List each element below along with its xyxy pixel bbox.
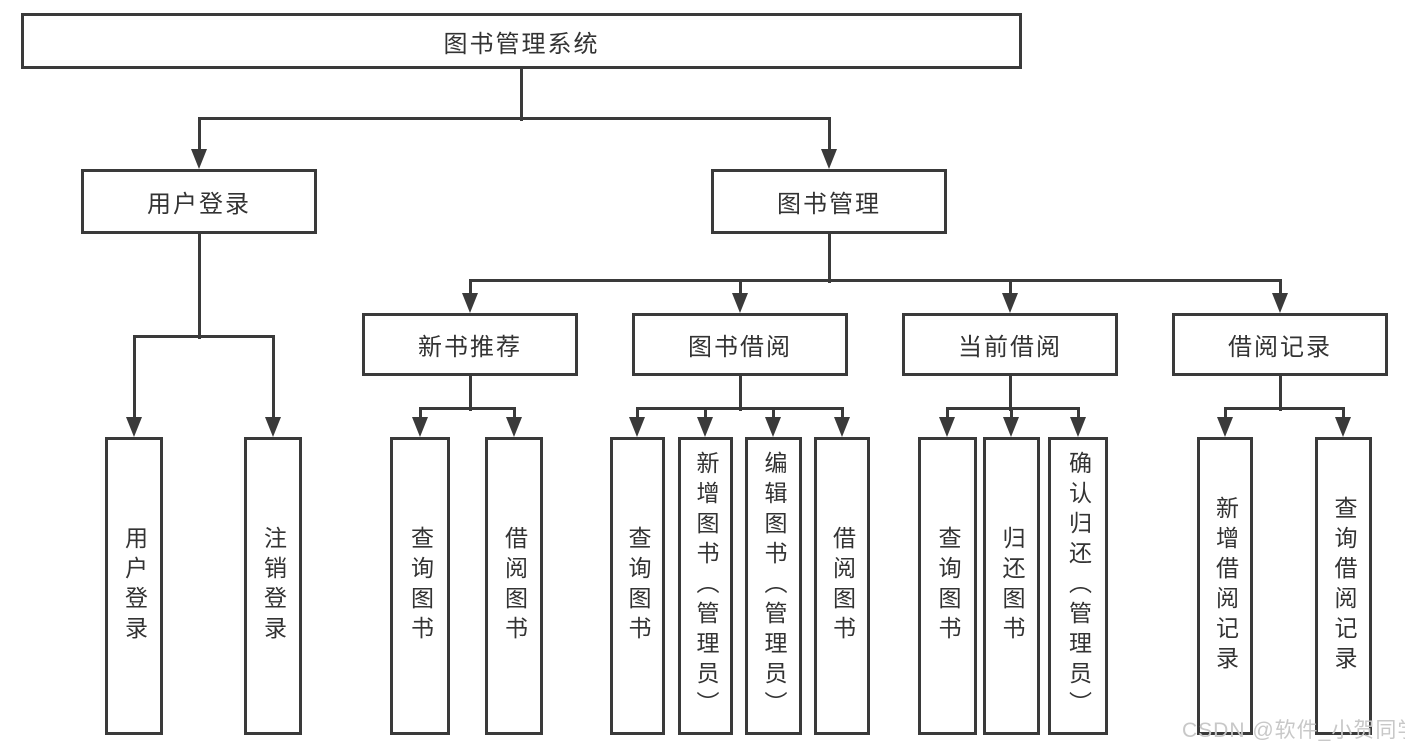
node-label: 查询借阅记录 bbox=[1331, 496, 1357, 676]
connector-stub bbox=[519, 69, 523, 121]
connector-drop bbox=[1008, 280, 1012, 297]
connector-stub bbox=[827, 234, 831, 283]
connector-drop bbox=[271, 336, 275, 421]
arrow-down-icon bbox=[462, 293, 478, 313]
arrow-down-icon bbox=[1003, 417, 1019, 437]
arrow-down-icon bbox=[821, 149, 837, 169]
node-label: 新书推荐 bbox=[418, 334, 522, 361]
node-label: 图书管理 bbox=[777, 191, 881, 218]
connector-bar bbox=[635, 406, 844, 410]
connector-drop bbox=[771, 408, 775, 421]
arrow-down-icon bbox=[1272, 293, 1288, 313]
arrow-down-icon bbox=[765, 417, 781, 437]
node-label: 新增图书（管理员） bbox=[693, 451, 719, 721]
node-leaf-logout: 注销登录 bbox=[244, 437, 302, 735]
connector-stub bbox=[1008, 376, 1012, 411]
node-leaf-add-book: 新增图书（管理员） bbox=[678, 437, 733, 735]
connector-drop bbox=[703, 408, 707, 421]
connector-drop bbox=[418, 408, 422, 421]
node-borrow-records: 借阅记录 bbox=[1172, 313, 1388, 376]
connector-drop bbox=[1278, 280, 1282, 297]
arrow-down-icon bbox=[697, 417, 713, 437]
connector-bar bbox=[132, 334, 275, 338]
node-book-borrow: 图书借阅 bbox=[632, 313, 848, 376]
connector-drop bbox=[1223, 408, 1227, 421]
node-user-login: 用户登录 bbox=[81, 169, 317, 234]
node-leaf-confirm-return: 确认归还（管理员） bbox=[1048, 437, 1108, 735]
connector-drop bbox=[738, 280, 742, 297]
node-leaf-query-books-1: 查询图书 bbox=[390, 437, 450, 735]
connector-stub bbox=[468, 376, 472, 411]
connector-drop bbox=[1341, 408, 1345, 421]
node-new-book-rec: 新书推荐 bbox=[362, 313, 578, 376]
node-label: 当前借阅 bbox=[958, 334, 1062, 361]
connector-drop bbox=[945, 408, 949, 421]
arrow-down-icon bbox=[126, 417, 142, 437]
arrow-down-icon bbox=[412, 417, 428, 437]
node-current-borrow: 当前借阅 bbox=[902, 313, 1118, 376]
connector-drop bbox=[840, 408, 844, 421]
connector-bar bbox=[945, 406, 1080, 410]
node-root: 图书管理系统 bbox=[21, 13, 1022, 69]
node-label: 借阅记录 bbox=[1228, 334, 1332, 361]
connector-drop bbox=[827, 118, 831, 153]
node-label: 查询图书 bbox=[935, 526, 961, 646]
arrow-down-icon bbox=[834, 417, 850, 437]
node-label: 新增借阅记录 bbox=[1212, 496, 1239, 676]
node-leaf-borrow-books-1: 借阅图书 bbox=[485, 437, 543, 735]
connector-drop bbox=[468, 280, 472, 297]
node-label: 查询图书 bbox=[625, 526, 651, 646]
node-label: 查询图书 bbox=[407, 526, 434, 646]
node-leaf-return-book: 归还图书 bbox=[983, 437, 1040, 735]
connector-bar bbox=[1223, 406, 1345, 410]
connector-bar bbox=[197, 116, 831, 120]
node-leaf-edit-book: 编辑图书（管理员） bbox=[745, 437, 802, 735]
arrow-down-icon bbox=[506, 417, 522, 437]
connector-bar bbox=[418, 406, 516, 410]
arrow-down-icon bbox=[1070, 417, 1086, 437]
connector-drop bbox=[197, 118, 201, 153]
node-label: 图书借阅 bbox=[688, 334, 792, 361]
node-label: 借阅图书 bbox=[829, 526, 856, 646]
node-leaf-add-borrow-record: 新增借阅记录 bbox=[1197, 437, 1253, 735]
node-label: 编辑图书（管理员） bbox=[761, 451, 787, 721]
connector-stub bbox=[1278, 376, 1282, 411]
node-leaf-user-login: 用户登录 bbox=[105, 437, 163, 735]
arrow-down-icon bbox=[265, 417, 281, 437]
arrow-down-icon bbox=[939, 417, 955, 437]
node-label: 注销登录 bbox=[260, 526, 287, 646]
connector-drop bbox=[1076, 408, 1080, 421]
arrow-down-icon bbox=[1217, 417, 1233, 437]
arrow-down-icon bbox=[629, 417, 645, 437]
node-label: 确认归还（管理员） bbox=[1065, 451, 1092, 721]
node-label: 归还图书 bbox=[999, 526, 1025, 646]
arrow-down-icon bbox=[1002, 293, 1018, 313]
node-label: 借阅图书 bbox=[501, 526, 528, 646]
node-label: 用户登录 bbox=[147, 191, 251, 218]
node-leaf-query-books-3: 查询图书 bbox=[918, 437, 977, 735]
watermark: CSDN @软件_小贺同学 bbox=[1182, 719, 1405, 742]
node-label: 用户登录 bbox=[121, 526, 148, 646]
node-leaf-query-books-2: 查询图书 bbox=[610, 437, 665, 735]
connector-stub bbox=[197, 234, 201, 339]
arrow-down-icon bbox=[732, 293, 748, 313]
connector-drop bbox=[1009, 408, 1013, 421]
connector-drop bbox=[132, 336, 136, 421]
node-leaf-query-borrow-record: 查询借阅记录 bbox=[1315, 437, 1372, 735]
connector-bar bbox=[468, 278, 1282, 282]
arrow-down-icon bbox=[1335, 417, 1351, 437]
connector-drop bbox=[512, 408, 516, 421]
node-leaf-borrow-books-2: 借阅图书 bbox=[814, 437, 870, 735]
arrow-down-icon bbox=[191, 149, 207, 169]
node-label: 图书管理系统 bbox=[443, 30, 600, 58]
connector-stub bbox=[738, 376, 742, 411]
connector-drop bbox=[635, 408, 639, 421]
node-book-mgmt: 图书管理 bbox=[711, 169, 947, 234]
